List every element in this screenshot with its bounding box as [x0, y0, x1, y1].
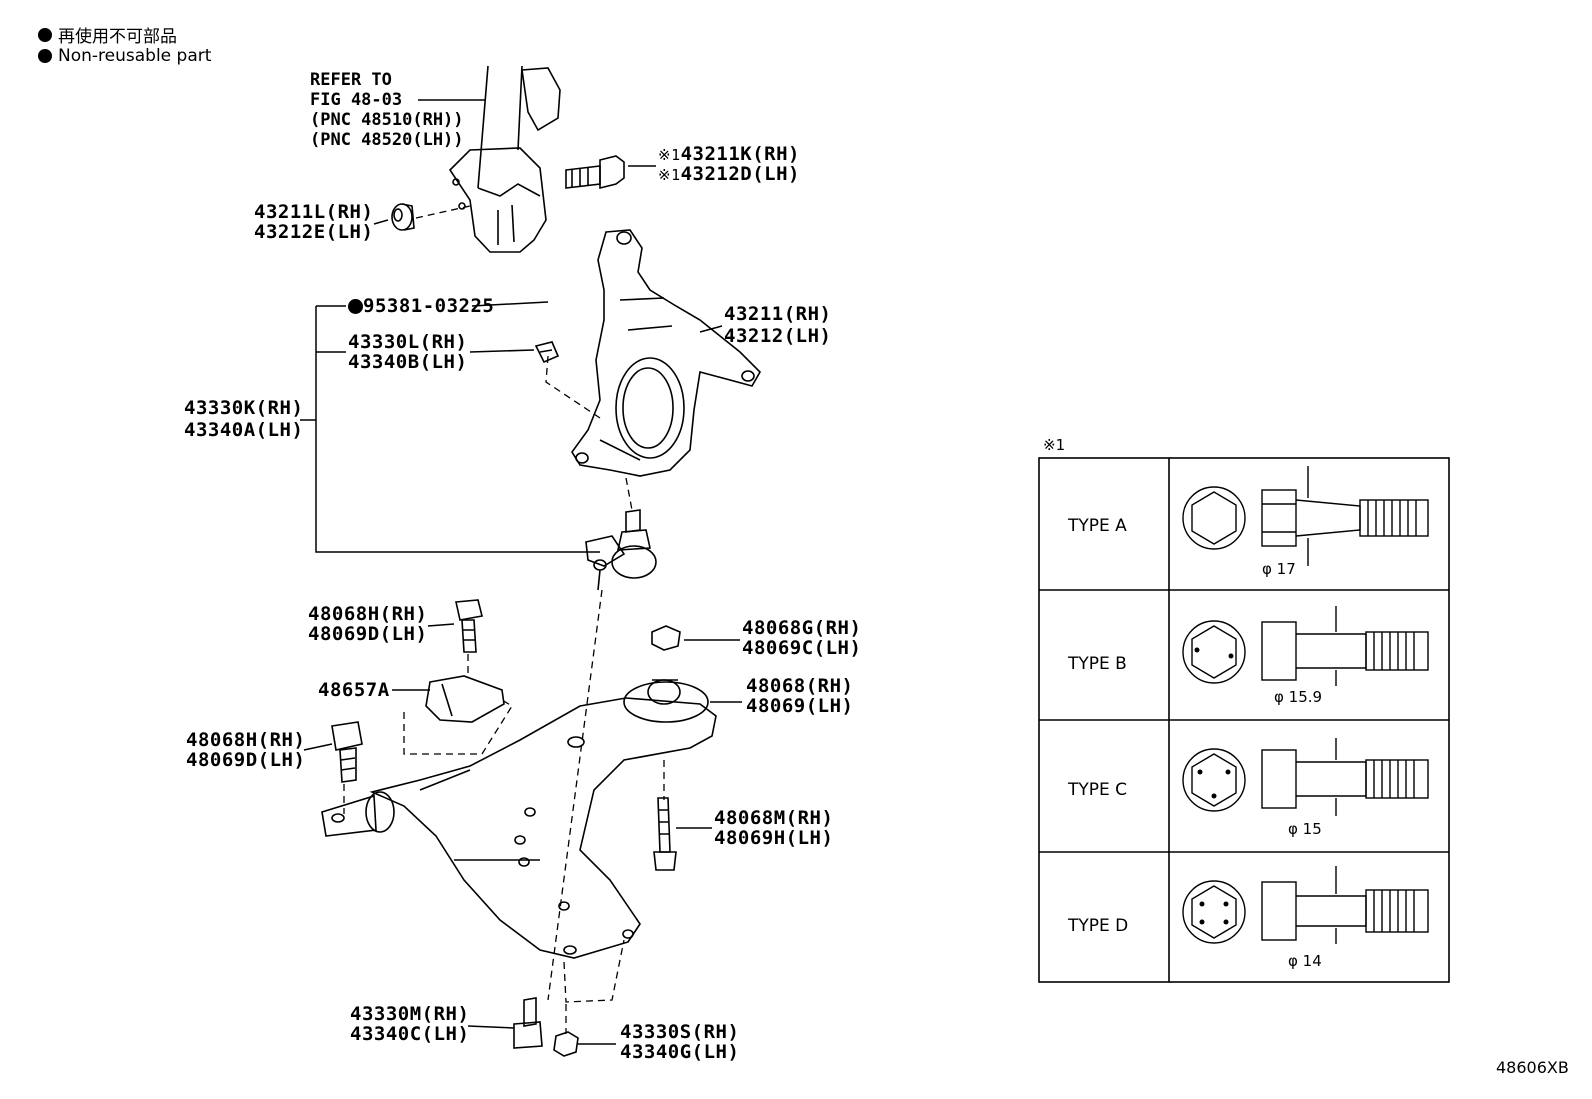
type-b-label: TYPE B [1068, 654, 1127, 674]
callout-48068m-lh: 48069H(LH) [714, 827, 834, 849]
figure-id: 48606XB [1496, 1058, 1569, 1077]
bracket-48657a [425, 675, 505, 723]
callout-48068m-rh: 48068M(RH) [714, 807, 834, 829]
callout-43330m-rh: 43330M(RH) [350, 1003, 470, 1025]
legend-item-jp: 再使用不可部品 [38, 22, 177, 47]
bullet-icon [38, 27, 52, 42]
strut-assembly [448, 65, 561, 253]
nut-43211l [391, 203, 415, 231]
part-number-rh: 43211K(RH) [680, 143, 800, 165]
bolt-48068h-top [455, 599, 483, 653]
note-mark: ※1 [658, 166, 681, 184]
callout-48068-lh: 48069(LH) [746, 695, 854, 717]
lower-control-arm [321, 697, 717, 959]
part-number-lh: 43212D(LH) [680, 163, 800, 185]
callout-48068h-left-rh: 48068H(RH) [186, 729, 306, 751]
bushing-48068 [623, 679, 709, 723]
type-c-label: TYPE C [1068, 780, 1128, 800]
callout-43330s-lh: 43340G(LH) [620, 1041, 740, 1063]
callout-knuckle-lh: 43212(LH) [724, 325, 832, 347]
bolt-type-b-drawing [1182, 606, 1429, 686]
table-note-mark: ※1 [1043, 436, 1066, 454]
type-a-label: TYPE A [1068, 516, 1127, 536]
bolt-48068h-left [331, 721, 363, 783]
type-d-label: TYPE D [1068, 916, 1129, 936]
bolt-type-c-drawing [1182, 738, 1429, 816]
bolt-43211k [565, 155, 625, 190]
callout-43330l-rh: 43330L(RH) [348, 331, 468, 353]
nut-43330s [553, 1031, 579, 1057]
refer-line-1: REFER TO [310, 70, 392, 90]
nut-48068g [651, 625, 681, 651]
callout-48068h-left-lh: 48069D(LH) [186, 749, 306, 771]
type-b-diameter: φ 15.9 [1274, 688, 1323, 706]
type-d-diameter: φ 14 [1288, 952, 1322, 970]
clip-43330l [534, 341, 560, 364]
bolt-type-table [1038, 457, 1450, 983]
refer-line-3: (PNC 48510(RH)) [310, 110, 464, 130]
assembly-lines [343, 205, 665, 1034]
refer-line-2: FIG 48-03 [310, 90, 403, 110]
legend-item-en: Non-reusable part [38, 46, 211, 66]
callout-48068h-top-rh: 48068H(RH) [308, 603, 428, 625]
bolt-43330m [513, 997, 543, 1049]
type-a-diameter: φ 17 [1262, 560, 1296, 578]
callout-43330m-lh: 43340C(LH) [350, 1023, 470, 1045]
bolt-48068m [653, 797, 677, 871]
callout-bolt-43212d: ※143212D(LH) [658, 164, 800, 186]
callout-48068-rh: 48068(RH) [746, 675, 854, 697]
callout-43330l-lh: 43340B(LH) [348, 351, 468, 373]
callout-48068h-top-lh: 48069D(LH) [308, 623, 428, 645]
bolt-type-a-drawing [1182, 466, 1429, 566]
callout-43330k-rh: 43330K(RH) [184, 397, 304, 419]
callout-nut-43211l-lh: 43212E(LH) [254, 221, 374, 243]
legend-text-en: Non-reusable part [58, 46, 212, 66]
callout-clip-95381: 95381-03225 [348, 296, 494, 317]
type-c-diameter: φ 15 [1288, 820, 1322, 838]
callout-bolt-43211k: ※143211K(RH) [658, 144, 800, 166]
note-mark: ※1 [658, 146, 681, 164]
callout-48068g-lh: 48069C(LH) [742, 637, 862, 659]
steering-knuckle [571, 229, 761, 477]
callout-nut-43211l-rh: 43211L(RH) [254, 201, 374, 223]
bullet-icon [38, 49, 52, 63]
leader-lines [300, 99, 742, 1045]
callout-48068g-rh: 48068G(RH) [742, 617, 862, 639]
callout-knuckle-rh: 43211(RH) [724, 303, 832, 325]
callout-48657a: 48657A [318, 679, 390, 701]
refer-line-4: (PNC 48520(LH)) [310, 130, 464, 150]
bolt-type-d-drawing [1182, 866, 1429, 944]
ball-joint [585, 509, 657, 591]
callout-43330s-rh: 43330S(RH) [620, 1021, 740, 1043]
legend-text-jp: 再使用不可部品 [58, 27, 177, 47]
callout-43330k-lh: 43340A(LH) [184, 419, 304, 441]
part-number: 95381-03225 [363, 295, 495, 317]
non-reusable-icon [348, 299, 363, 314]
